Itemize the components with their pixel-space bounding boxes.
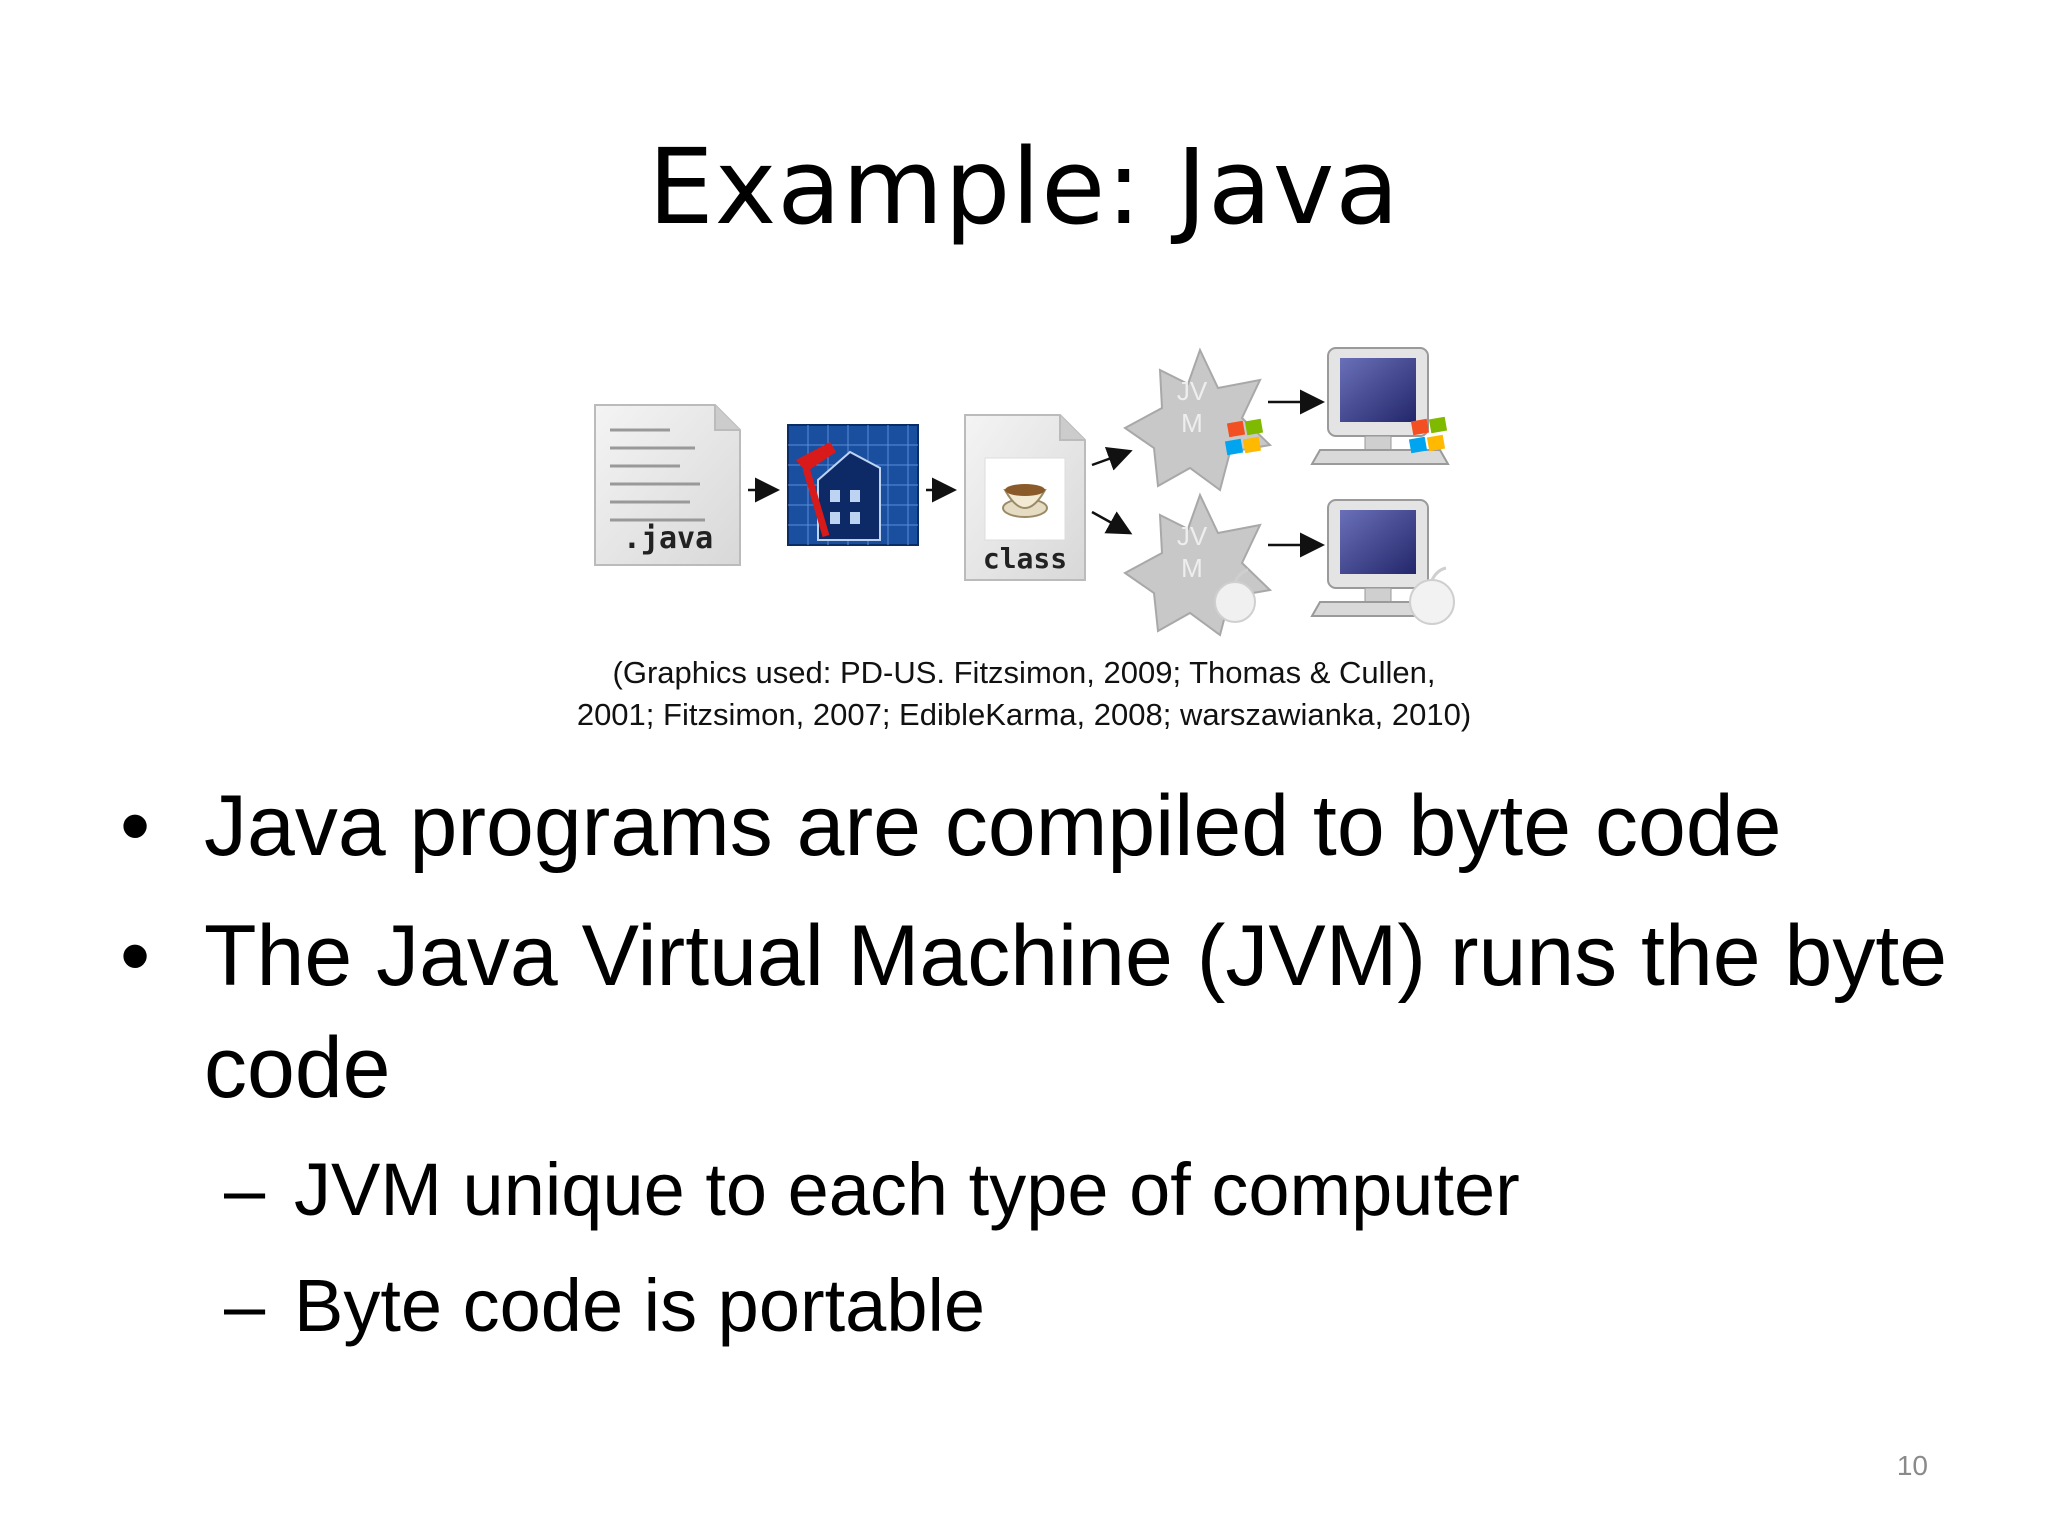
bullet-text-compiled: Java programs are compiled to byte code [204, 778, 1782, 874]
bullet-mark: • [120, 908, 151, 1004]
jvm-windows-star-icon: JV M [1123, 347, 1273, 492]
sub-bullet-item: – Byte code is portable [120, 1258, 1980, 1354]
bullet-item: • The Java Virtual Machine (JVM) runs th… [120, 900, 1980, 1124]
jvm-label-bottom: M [1181, 408, 1203, 438]
bullet-text-jvm: The Java Virtual Machine (JVM) runs the … [204, 908, 1948, 1116]
java-file-label: .java [623, 521, 713, 556]
class-file-label: class [983, 542, 1067, 575]
sub-bullet-mark: – [224, 1148, 266, 1231]
bullet-list: • Java programs are compiled to byte cod… [120, 770, 1980, 1374]
java-source-file-icon: .java [594, 404, 741, 566]
sub-bullet-mark: – [224, 1264, 266, 1347]
jvm-label-bottom-2: M [1181, 553, 1203, 583]
java-compilation-diagram: .java class [580, 340, 1480, 640]
page-number: 10 [1896, 1450, 1928, 1481]
sub-bullet-text-portable: Byte code is portable [294, 1264, 986, 1347]
caption-line-2: 2001; Fitzsimon, 2007; EdibleKarma, 2008… [576, 697, 1472, 732]
bullet-mark: • [120, 778, 151, 874]
windows-computer-icon [1310, 347, 1450, 465]
slide-title: Example: Java [648, 126, 1400, 248]
sub-bullet-item: – JVM unique to each type of computer [120, 1142, 1980, 1238]
compiler-building-icon [787, 424, 919, 546]
jvm-label-top: JV [1177, 376, 1208, 406]
mac-computer-icon [1310, 499, 1455, 625]
class-file-icon: class [964, 414, 1086, 581]
jvm-mac-star-icon: JV M [1123, 492, 1273, 637]
jvm-label-top-2: JV [1177, 521, 1208, 551]
caption-line-1: (Graphics used: PD-US. Fitzsimon, 2009; … [612, 655, 1436, 690]
sub-bullet-text-unique: JVM unique to each type of computer [294, 1148, 1520, 1231]
bullet-item: • Java programs are compiled to byte cod… [120, 770, 1980, 882]
graphics-credit-caption: (Graphics used: PD-US. Fitzsimon, 2009; … [0, 652, 2048, 736]
